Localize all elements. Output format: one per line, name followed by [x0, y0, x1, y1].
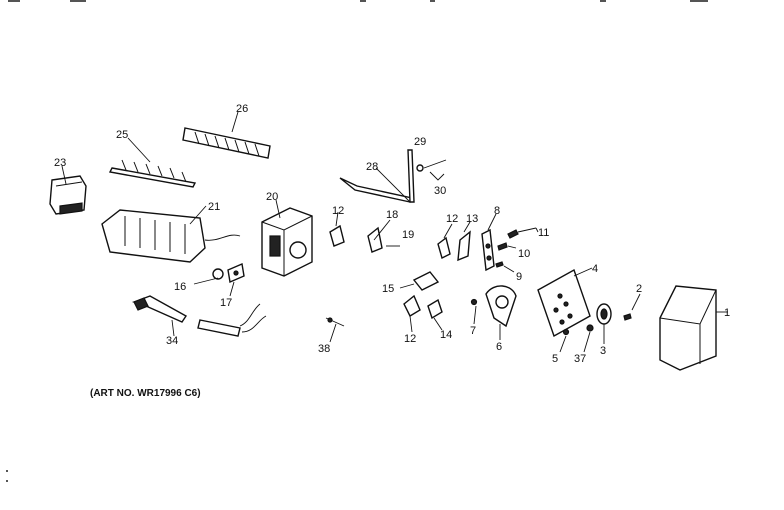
callout-30: 30 — [434, 185, 446, 197]
part-2-screw — [623, 313, 632, 321]
callout-12-upper: 12 — [332, 205, 344, 217]
part-20-housing — [261, 207, 313, 277]
scan-specks — [6, 0, 708, 482]
callout-38: 38 — [318, 343, 330, 355]
callout-9: 9 — [516, 271, 522, 283]
part-26-stripper — [182, 127, 271, 159]
part-34 — [131, 295, 188, 323]
callout-19: 19 — [402, 229, 414, 241]
callout-34: 34 — [166, 335, 178, 347]
part-38 — [325, 317, 345, 327]
callout-12-lower: 12 — [404, 333, 416, 345]
part-12-upper — [329, 224, 345, 247]
callout-21: 21 — [208, 201, 220, 213]
wire-harness — [197, 303, 267, 337]
callout-6: 6 — [496, 341, 502, 353]
callout-28: 28 — [366, 161, 378, 173]
callout-12-middle: 12 — [446, 213, 458, 225]
part-13 — [457, 230, 471, 262]
callout-2: 2 — [636, 283, 642, 295]
callout-29: 29 — [414, 136, 426, 148]
callout-8: 8 — [494, 205, 500, 217]
part-16 — [212, 268, 224, 280]
part-21-mold — [101, 209, 241, 263]
leader-lines — [61, 111, 728, 353]
callout-37: 37 — [574, 353, 586, 365]
part-15 — [399, 271, 440, 291]
callout-18: 18 — [386, 209, 398, 221]
part-14 — [427, 298, 443, 320]
part-17 — [227, 263, 245, 283]
part-12-middle — [437, 236, 451, 260]
part-12-lower — [403, 294, 421, 317]
callouts: 1 2 3 4 5 6 7 8 9 10 11 12 12 12 13 14 1… — [54, 103, 730, 365]
part-18-lever — [367, 226, 400, 253]
callout-17: 17 — [220, 297, 232, 309]
part-5 — [562, 328, 570, 336]
callout-1: 1 — [724, 307, 730, 319]
part-25-ejector — [108, 159, 197, 188]
callout-4: 4 — [592, 263, 598, 275]
callout-16: 16 — [174, 281, 186, 293]
callout-5: 5 — [552, 353, 558, 365]
part-8-bracket — [481, 228, 495, 272]
callout-11: 11 — [538, 227, 549, 239]
callout-26: 26 — [236, 103, 248, 115]
part-4-plate — [537, 268, 591, 338]
callout-25: 25 — [116, 129, 128, 141]
part-3-gear — [596, 303, 612, 325]
callout-14: 14 — [440, 329, 452, 341]
callout-15: 15 — [382, 283, 394, 295]
part-9-10-11-screws — [495, 227, 537, 273]
art-number-caption: (ART NO. WR17996 C6) — [90, 388, 201, 399]
callout-20: 20 — [266, 191, 278, 203]
part-28-shutoff-arm — [339, 149, 447, 203]
callout-7: 7 — [470, 325, 476, 337]
part-1-cover — [659, 285, 717, 371]
part-6-motor — [485, 285, 517, 328]
part-23-fill-cup — [49, 175, 87, 215]
part-37 — [586, 324, 594, 332]
part-7-screw — [470, 298, 478, 306]
callout-13: 13 — [466, 213, 478, 225]
callout-10: 10 — [518, 248, 530, 260]
callout-3: 3 — [600, 345, 606, 357]
callout-23: 23 — [54, 157, 66, 169]
